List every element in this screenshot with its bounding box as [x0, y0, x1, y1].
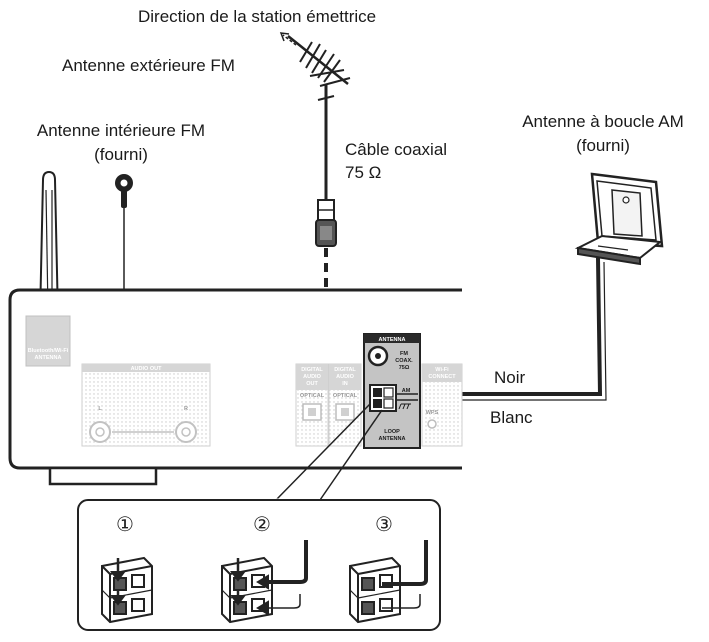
- wifi-label-2: CONNECT: [428, 374, 456, 380]
- wifi-label-1: Wi-Fi: [435, 367, 449, 373]
- audio-l-label: L: [98, 406, 102, 412]
- receiver-foot: [48, 466, 158, 486]
- bt-antenna-label-1: Bluetooth/Wi-Fi: [28, 348, 69, 354]
- digital-in-label-3: IN: [342, 381, 348, 387]
- digital-in-optical: OPTICAL: [333, 393, 358, 399]
- digital-audio-out-block: DIGITAL AUDIO OUT OPTICAL: [295, 363, 329, 447]
- audio-r-label: R: [184, 406, 188, 412]
- digital-out-label-3: OUT: [306, 381, 318, 387]
- antenna-header-label: ANTENNA: [379, 337, 406, 343]
- antenna-terminal-block: ANTENNA FM COAX. 75Ω AM LOOP ANTENNA: [363, 333, 421, 449]
- am-loop-antenna: [574, 172, 664, 266]
- coax-plug: [315, 199, 337, 247]
- digital-in-label-1: DIGITAL: [334, 367, 356, 373]
- fm-indoor-label-1: Antenne intérieure FM: [36, 121, 206, 140]
- step-3-terminal: [349, 540, 428, 624]
- wifi-connect-block: Wi-Fi CONNECT WPS: [421, 363, 463, 447]
- step-1-marker: ①: [116, 512, 134, 536]
- step-2-terminal: [221, 540, 308, 624]
- am-label: AM: [402, 388, 411, 394]
- step-1-terminal: [101, 556, 153, 624]
- digital-out-optical: OPTICAL: [300, 393, 325, 399]
- direction-label: Direction de la station émettrice: [138, 7, 377, 26]
- coax-label-1: Câble coaxial: [345, 140, 448, 159]
- direction-arrow: [279, 32, 297, 46]
- bt-antenna-label-2: ANTENNA: [35, 355, 62, 361]
- step-3-marker: ③: [375, 512, 393, 536]
- digital-out-label-2: AUDIO: [303, 374, 321, 380]
- fm-label-2: COAX.: [395, 358, 413, 364]
- digital-audio-in-block: DIGITAL AUDIO IN OPTICAL: [328, 363, 362, 447]
- wire-black-label: Noir: [494, 368, 526, 387]
- digital-in-label-2: AUDIO: [336, 374, 354, 380]
- am-wire-ends: [396, 393, 418, 401]
- digital-out-label-1: DIGITAL: [301, 367, 323, 373]
- fm-outdoor-antenna: [287, 35, 351, 200]
- coax-label-2: 75 Ω: [345, 163, 382, 182]
- bt-antenna-base: [25, 315, 71, 367]
- audio-out-block: AUDIO OUT L R: [81, 363, 211, 447]
- fm-outdoor-label: Antenne extérieure FM: [62, 56, 235, 75]
- fm-label-3: 75Ω: [399, 365, 410, 371]
- fm-indoor-label-2: (fourni): [94, 145, 148, 164]
- am-loop-label-2: (fourni): [576, 136, 630, 155]
- fm-label-1: FM: [400, 351, 408, 357]
- wire-white-label: Blanc: [490, 408, 533, 427]
- loop-label-2: ANTENNA: [379, 436, 406, 442]
- step-2-marker: ②: [253, 512, 271, 536]
- loop-label-1: LOOP: [384, 429, 400, 435]
- audio-out-label: AUDIO OUT: [131, 366, 163, 372]
- wps-label: WPS: [426, 410, 439, 416]
- am-loop-label-1: Antenne à boucle AM: [522, 112, 684, 131]
